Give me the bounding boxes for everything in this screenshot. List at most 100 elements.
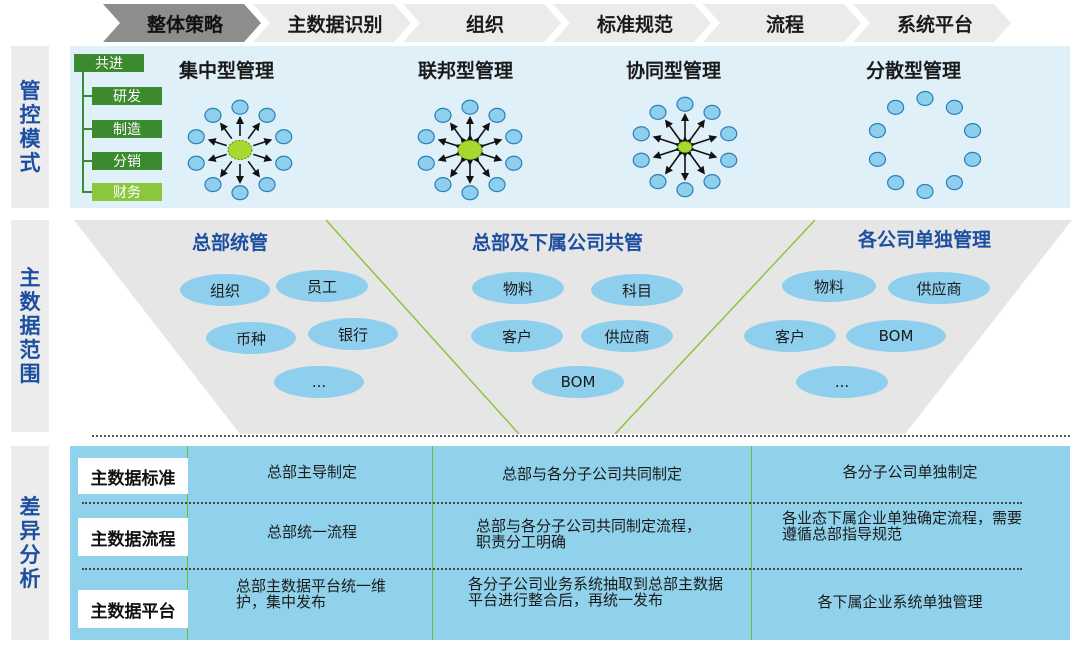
mode-arrow [437,148,464,162]
mode-arrow [207,138,227,147]
mode-node [916,183,934,200]
cell-process-hq: 总部统一流程 [266,523,357,541]
scope-item: 员工 [276,270,368,302]
mode-node [488,177,506,193]
mode-arrow [686,135,718,150]
mode-node [204,107,222,123]
mode-node [887,175,905,191]
mode-node [434,107,452,123]
mode-arrow [220,160,233,178]
row-divider [82,568,1022,570]
side-label-control-mode: 管控模式 [11,46,49,208]
mode-node [258,107,276,123]
scope-item: 科目 [591,274,683,306]
mode-diagram-decentralized [868,90,982,200]
scope-item: 银行 [308,318,398,350]
mode-node [887,99,905,115]
mode-node [703,104,721,120]
row-label-process: 主数据流程 [78,518,188,556]
mode-node [461,185,479,201]
tab-master-data-identification[interactable]: 主数据识别 [253,4,411,42]
mode-node [417,155,435,171]
mode-node [720,126,738,142]
mode-hub [227,139,253,161]
side-label-analysis: 差异分析 [11,446,49,640]
scope-item: 供应商 [888,272,990,304]
mode-hub [457,139,483,161]
mode-title-collaborative: 协同型管理 [626,60,722,82]
legend-connector [82,95,92,97]
mode-node [505,129,523,145]
cell-process-independent: 各业态下属企业单独确定流程，需要遵循总部指导规范 [782,509,1023,543]
scope-item: ... [796,366,888,398]
legend-connector [82,128,92,130]
scope-item: 币种 [206,322,296,354]
scope-title-shared: 总部及下属公司共管 [472,232,644,254]
mode-diagram-centralized [187,99,293,201]
mode-arrow [683,147,705,175]
mode-hub [677,140,693,154]
scope-item: BOM [532,366,624,398]
legend-connector [82,160,92,162]
legend-item-distribution: 分销 [92,152,162,170]
scope-item: 物料 [782,270,876,302]
mode-arrow [450,122,469,146]
row-label-standard: 主数据标准 [78,458,188,494]
cell-standard-independent: 各分子公司单独制定 [842,463,978,481]
mode-arrow [253,153,273,162]
scope-item: 客户 [471,320,563,352]
mode-title-federated: 联邦型管理 [418,60,514,82]
tab-overall-strategy[interactable]: 整体策略 [103,4,261,42]
row-divider [82,502,1022,504]
mode-node [916,90,934,107]
mode-node [868,123,887,139]
tab-system-platform[interactable]: 系统平台 [853,4,1011,42]
mode-arrow [247,122,260,140]
mode-arrow [247,160,260,178]
mode-node [275,155,293,171]
scope-item: ... [274,366,364,398]
cell-platform-independent: 各下属企业系统单独管理 [817,593,983,611]
mode-node [231,185,249,201]
mode-node [703,174,721,190]
mode-diagram-collaborative [632,96,738,198]
mode-node [488,107,506,123]
mode-arrow [665,119,687,147]
mode-arrow [476,138,503,152]
mode-node [676,182,694,198]
scope-item: BOM [846,320,946,352]
side-label-data-scope: 主数据范围 [11,220,49,432]
mode-arrow [471,154,490,178]
mode-node [461,99,479,115]
mode-node [868,151,887,167]
funnel-divider-left [325,219,520,435]
tab-standards[interactable]: 标准规范 [553,4,711,42]
mode-node [417,129,435,145]
mode-arrow [450,154,469,178]
tab-organization[interactable]: 组织 [403,4,561,42]
mode-arrow [253,138,273,147]
mode-arrow [471,122,490,146]
scope-item: 物料 [472,272,564,304]
mode-node [649,174,667,190]
scope-item: 供应商 [581,320,673,352]
section-divider [92,435,1070,437]
mode-node [434,177,452,193]
scope-title-independent: 各公司单独管理 [858,229,992,251]
cell-standard-shared: 总部与各分子公司共同制定 [501,465,682,483]
funnel-divider-right [614,219,816,435]
legend-item-shared: 共进 [74,54,144,72]
mode-arrow [220,122,233,140]
mode-node [632,126,650,142]
mode-node [649,104,667,120]
scope-item: 组织 [180,274,270,306]
tab-process[interactable]: 流程 [703,4,861,42]
mode-node [720,152,738,168]
mode-node [258,177,276,193]
cell-platform-shared: 各分子公司业务系统抽取到总部主数据平台进行整合后，再统一发布 [468,575,724,609]
control-mode-diagrams [187,90,982,201]
mode-diagram-federated [417,99,523,201]
process-tabs: 整体策略 主数据识别 组织 标准规范 流程 系统平台 [103,4,1013,42]
scope-title-hq: 总部统管 [192,232,269,254]
mode-node [963,123,982,139]
